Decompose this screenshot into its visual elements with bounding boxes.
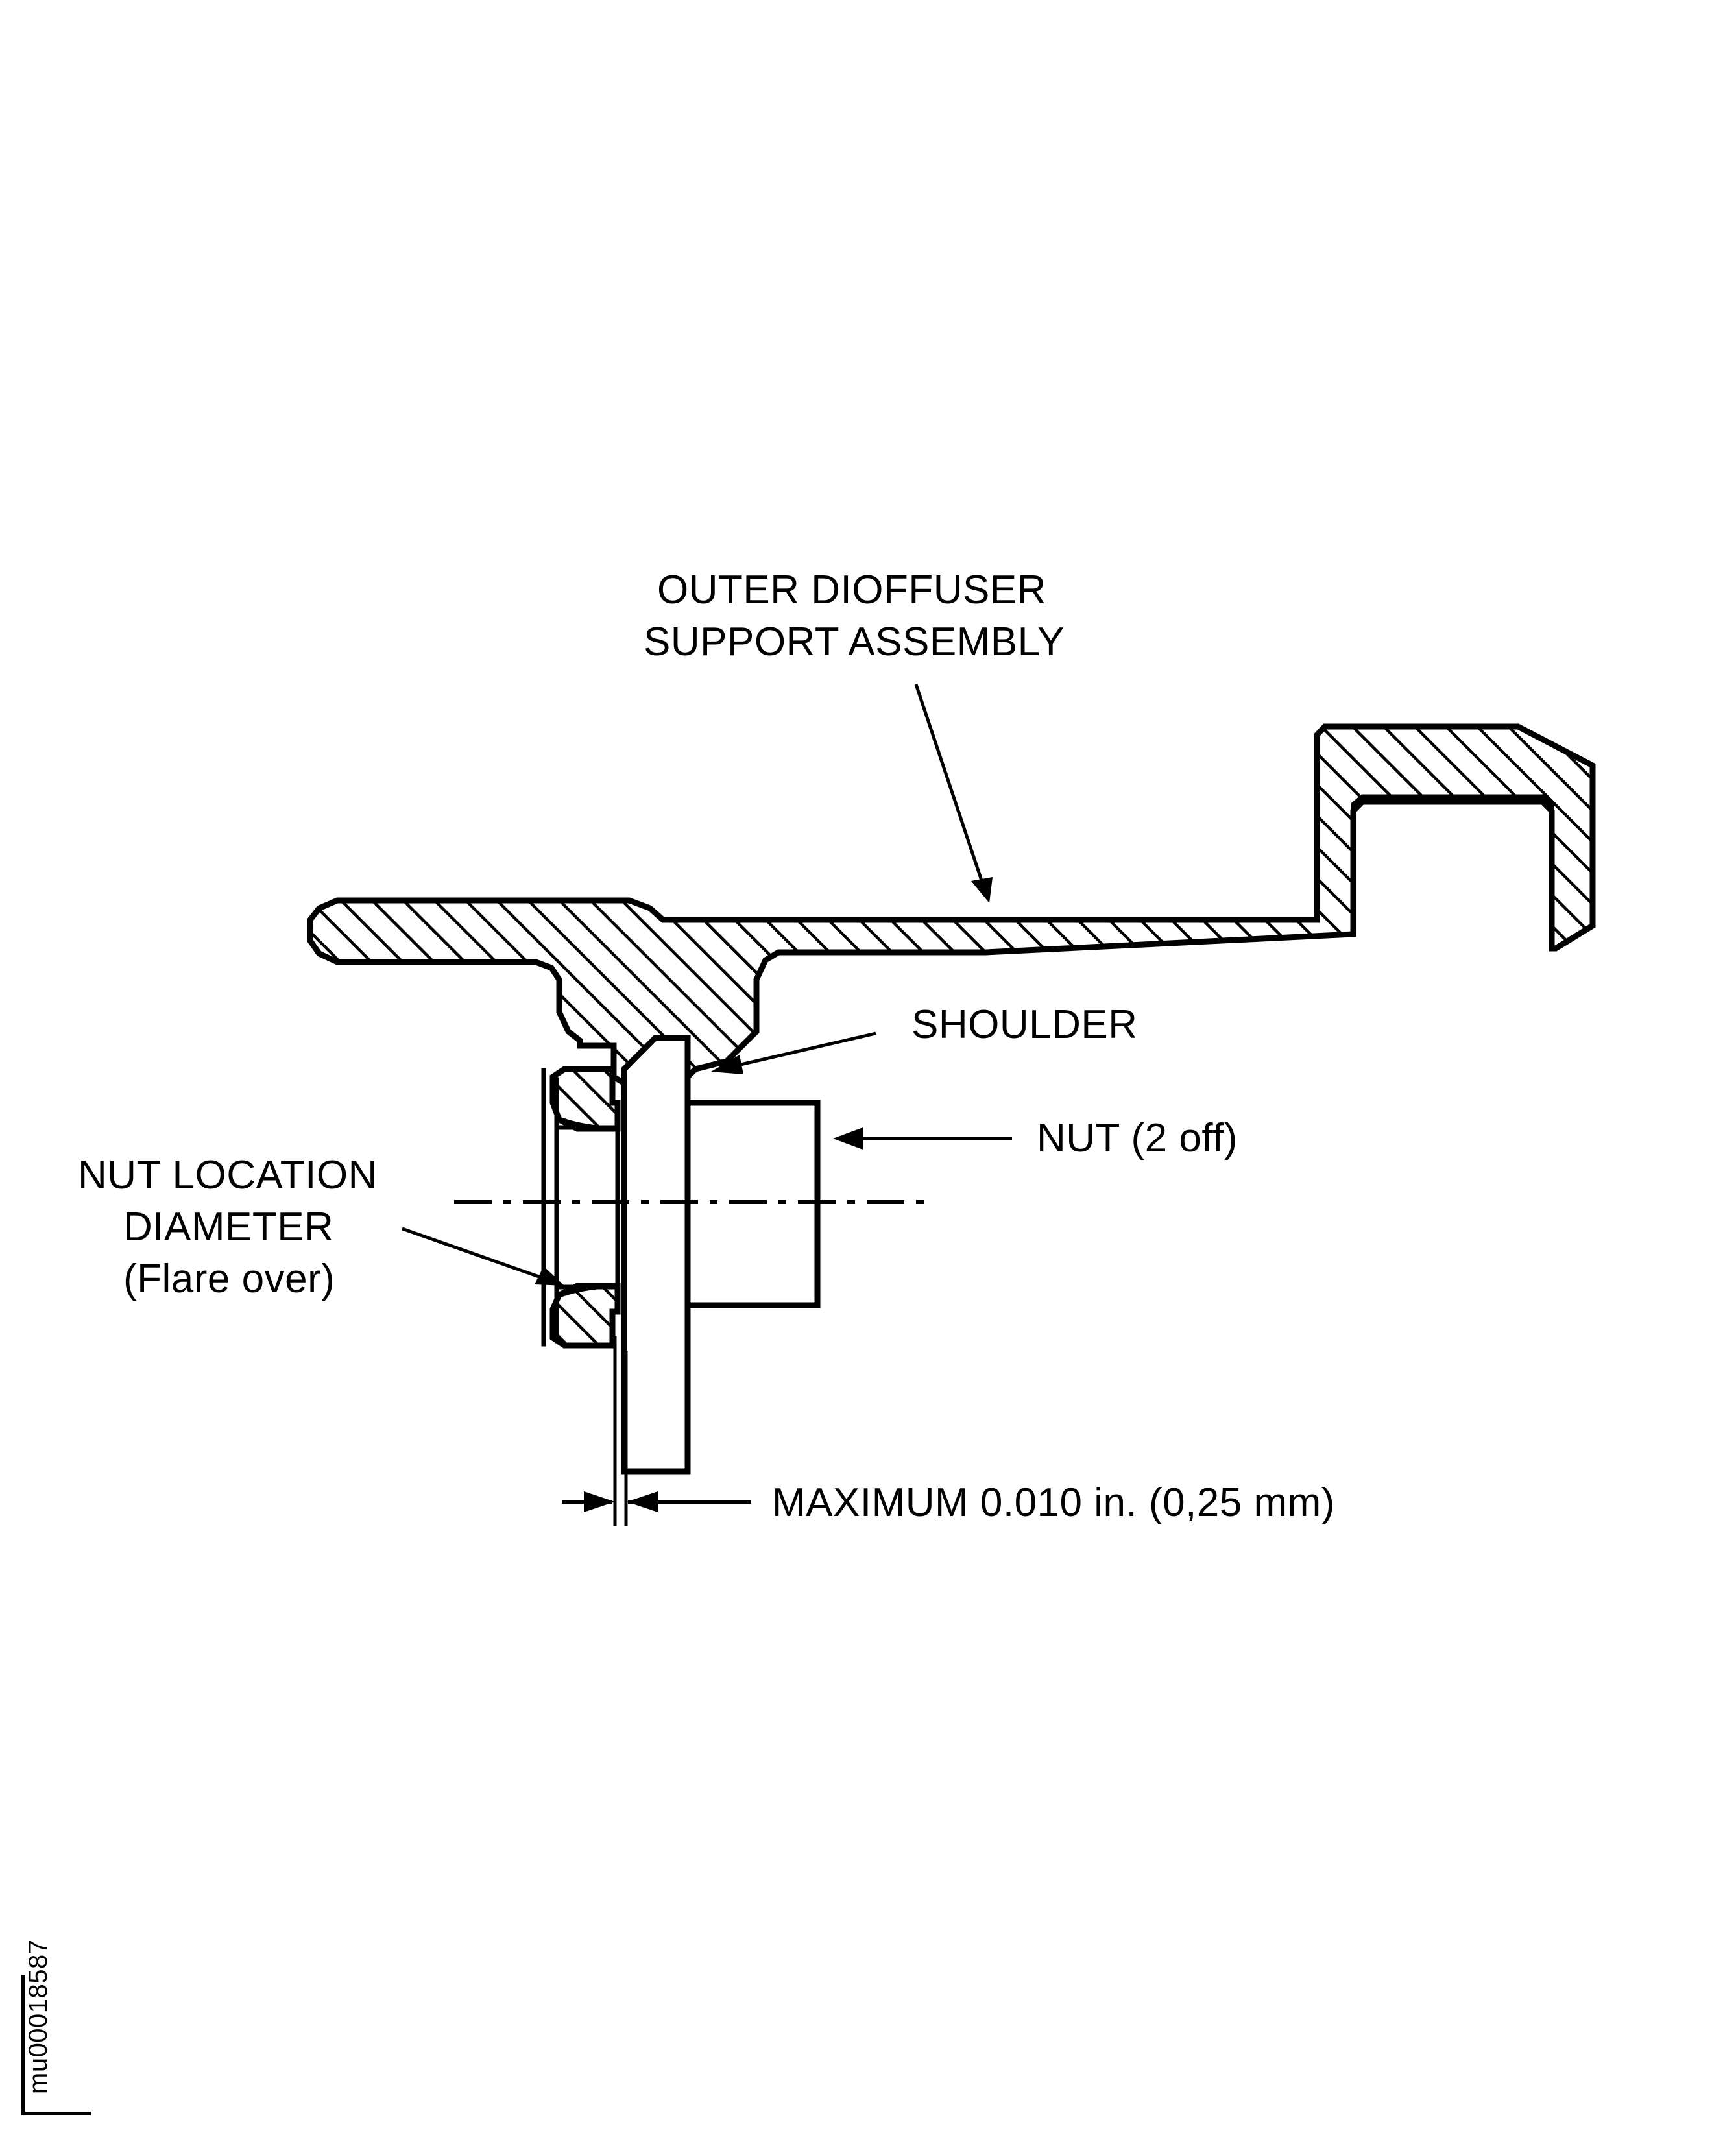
nut-leader-arrowhead	[833, 1127, 863, 1150]
dimension-arrow-right	[627, 1491, 658, 1512]
callout-nut-location-diameter: NUT LOCATION DIAMETER (Flare over)	[78, 1153, 564, 1301]
shoulder-leader-line	[726, 1031, 876, 1070]
callout-assembly: OUTER DIOFFUSER SUPPORT ASSEMBLY	[644, 568, 1065, 903]
figure-id-block: mu00018587	[21, 1939, 91, 2115]
dimension-maximum-gap: MAXIMUM 0.010 in. (0,25 mm)	[562, 1336, 1335, 1526]
callout-shoulder: SHOULDER	[711, 1002, 1138, 1074]
dimension-label: MAXIMUM 0.010 in. (0,25 mm)	[772, 1480, 1335, 1525]
nut-location-leader-arrowhead	[535, 1266, 564, 1286]
nut-label: NUT (2 off)	[1037, 1116, 1238, 1161]
hook-inner-edge	[1351, 794, 1554, 951]
assembly-leader-arrowhead	[971, 877, 993, 903]
nut-location-label-line3: (Flare over)	[123, 1257, 335, 1301]
nut-location-leader-line	[402, 1227, 549, 1282]
nut-location-flared-sleeve	[541, 1066, 621, 1349]
assembly-label-line1: OUTER DIOFFUSER	[657, 568, 1046, 612]
outer-dioffuser-support-assembly-section	[307, 723, 1596, 1106]
assembly-label-line2: SUPPORT ASSEMBLY	[644, 620, 1065, 664]
shoulder-leader-arrowhead	[711, 1055, 743, 1074]
support-assembly-profile	[307, 723, 1596, 1106]
nut-flange-outline	[621, 1035, 691, 1475]
assembly-leader-line	[914, 684, 987, 891]
callout-nut: NUT (2 off)	[833, 1116, 1238, 1161]
dimension-arrow-left	[584, 1491, 615, 1512]
shoulder-label: SHOULDER	[911, 1002, 1138, 1047]
nut-location-label-line2: DIAMETER	[123, 1205, 333, 1249]
figure-id-label: mu00018587	[24, 1939, 53, 2094]
nut-location-label-line1: NUT LOCATION	[78, 1153, 378, 1198]
support-assembly-hook-pocket	[1351, 794, 1554, 951]
figure-id-corner-mark	[21, 1975, 91, 2115]
nut-head-chamfer	[621, 1035, 658, 1074]
